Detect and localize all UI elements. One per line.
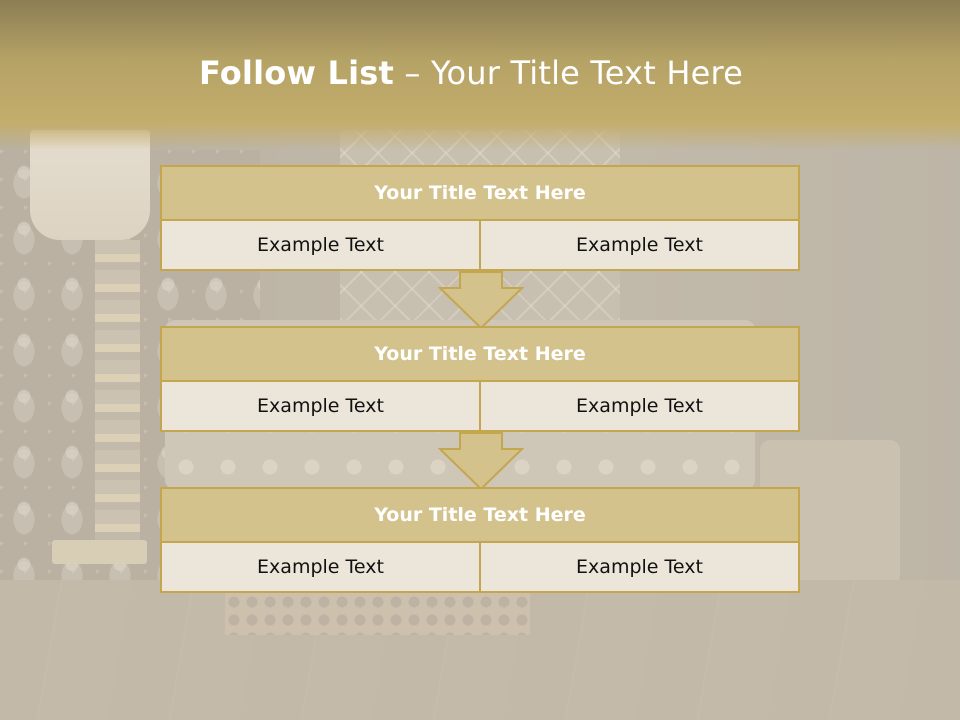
down-arrow-icon bbox=[438, 432, 524, 491]
block-1-cell-right[interactable]: Example Text bbox=[479, 221, 800, 271]
list-block-3[interactable]: Your Title Text Here Example Text Exampl… bbox=[160, 487, 800, 593]
block-2-cell-right[interactable]: Example Text bbox=[479, 382, 800, 432]
block-2-cell-left[interactable]: Example Text bbox=[160, 382, 481, 432]
down-arrow-icon bbox=[438, 271, 524, 330]
block-3-cell-right[interactable]: Example Text bbox=[479, 543, 800, 593]
list-block-1[interactable]: Your Title Text Here Example Text Exampl… bbox=[160, 165, 800, 271]
block-row-1: Example Text Example Text bbox=[160, 221, 800, 271]
block-title-1[interactable]: Your Title Text Here bbox=[160, 165, 800, 221]
slide-title-bold: Follow List bbox=[198, 54, 395, 92]
header-band bbox=[0, 0, 960, 150]
list-block-2[interactable]: Your Title Text Here Example Text Exampl… bbox=[160, 326, 800, 432]
block-row-3: Example Text Example Text bbox=[160, 543, 800, 593]
block-3-cell-left[interactable]: Example Text bbox=[160, 543, 481, 593]
block-title-3[interactable]: Your Title Text Here bbox=[160, 487, 800, 543]
slide-title[interactable]: Follow List – Your Title Text Here bbox=[0, 54, 942, 92]
slide-title-rest: – Your Title Text Here bbox=[394, 54, 744, 92]
block-row-2: Example Text Example Text bbox=[160, 382, 800, 432]
block-1-cell-left[interactable]: Example Text bbox=[160, 221, 481, 271]
block-title-2[interactable]: Your Title Text Here bbox=[160, 326, 800, 382]
